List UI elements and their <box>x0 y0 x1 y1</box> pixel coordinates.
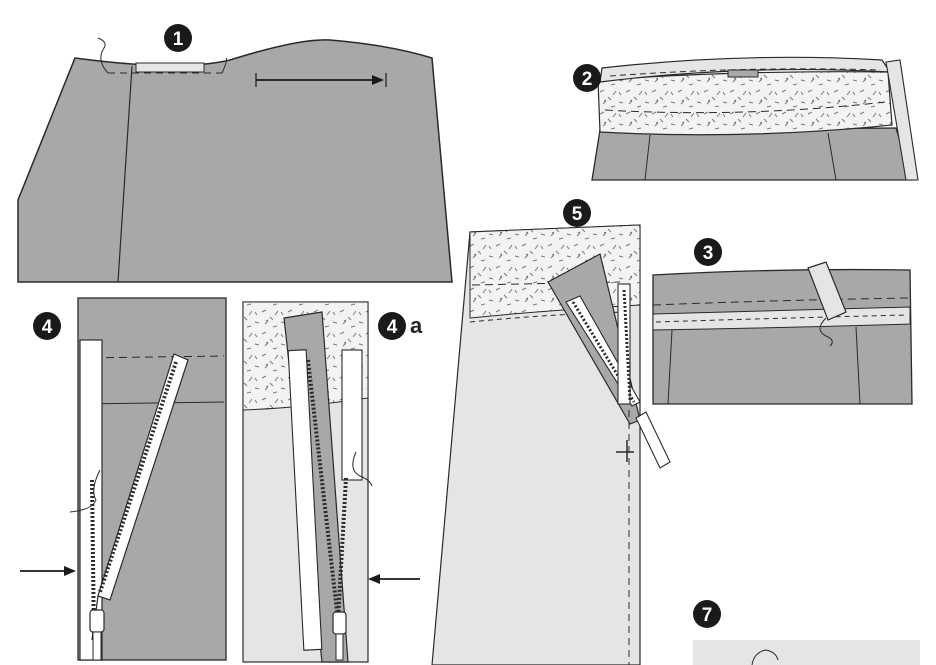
arrow-left-icon <box>20 566 76 576</box>
badge-number: 4 <box>387 317 398 338</box>
stitch-line <box>655 314 909 323</box>
badge-circle <box>693 600 721 628</box>
badge-circle <box>573 64 601 92</box>
zipper-tape-right <box>341 349 363 481</box>
thread-icon <box>819 317 833 347</box>
step-badge-7: 7 <box>693 600 721 628</box>
thread-icon <box>221 57 227 74</box>
folded-tab <box>807 261 847 321</box>
interfaced-waistband <box>597 71 893 136</box>
step-badge-5: 5 <box>563 199 591 227</box>
panel-step-5 <box>431 224 671 665</box>
interfaced-waistband <box>469 224 641 319</box>
fabric-piece <box>693 640 920 665</box>
badge-circle <box>694 238 722 266</box>
arrow-left-icon <box>368 574 420 584</box>
badge-circle <box>378 312 406 340</box>
zipper-pull-tab <box>635 411 671 469</box>
dart-line <box>117 65 133 283</box>
thread-icon <box>69 469 101 513</box>
badge-number: 7 <box>702 605 713 626</box>
badge-number: 3 <box>703 243 714 264</box>
zipper-tab <box>727 69 759 78</box>
skirt-back-piece <box>77 297 227 661</box>
badge-suffix: a <box>410 313 423 338</box>
zipper-tape-left <box>287 349 323 651</box>
zipper-tape-left <box>79 339 103 661</box>
waist-facing-tab <box>135 62 205 73</box>
skirt-front-piece <box>17 39 453 283</box>
panel-step-4 <box>20 297 227 661</box>
step-badge-4: 4 <box>33 312 61 340</box>
waistband-seam <box>652 297 911 306</box>
zipper-icon <box>306 359 348 661</box>
badge-number: 5 <box>572 204 583 225</box>
skirt-piece <box>652 268 913 405</box>
panel-step-2 <box>591 56 919 181</box>
badge-circle <box>563 199 591 227</box>
stitch-line <box>469 311 629 323</box>
badge-number: 2 <box>582 69 593 90</box>
arrow-right-icon <box>255 73 387 87</box>
step-badge-2: 2 <box>573 64 601 92</box>
panel-step-7 <box>693 640 920 665</box>
badge-circle <box>164 24 192 52</box>
thread-icon <box>352 451 373 487</box>
badge-circle <box>33 312 61 340</box>
panel-step-4a <box>242 301 420 663</box>
badge-number: 4 <box>42 317 53 338</box>
skirt-lower-piece <box>591 127 913 181</box>
panel-step-1 <box>17 37 453 283</box>
stitch-line <box>79 355 225 359</box>
hook-loop <box>751 649 779 665</box>
zipper-icon <box>571 283 636 405</box>
step-badge-1: 1 <box>164 24 192 52</box>
zipper-icon <box>89 353 189 661</box>
step-badge-3: 3 <box>694 238 722 266</box>
badge-number: 1 <box>173 29 184 50</box>
panel-step-3 <box>652 261 913 405</box>
thread-icon <box>97 37 109 74</box>
side-strip <box>885 59 919 181</box>
